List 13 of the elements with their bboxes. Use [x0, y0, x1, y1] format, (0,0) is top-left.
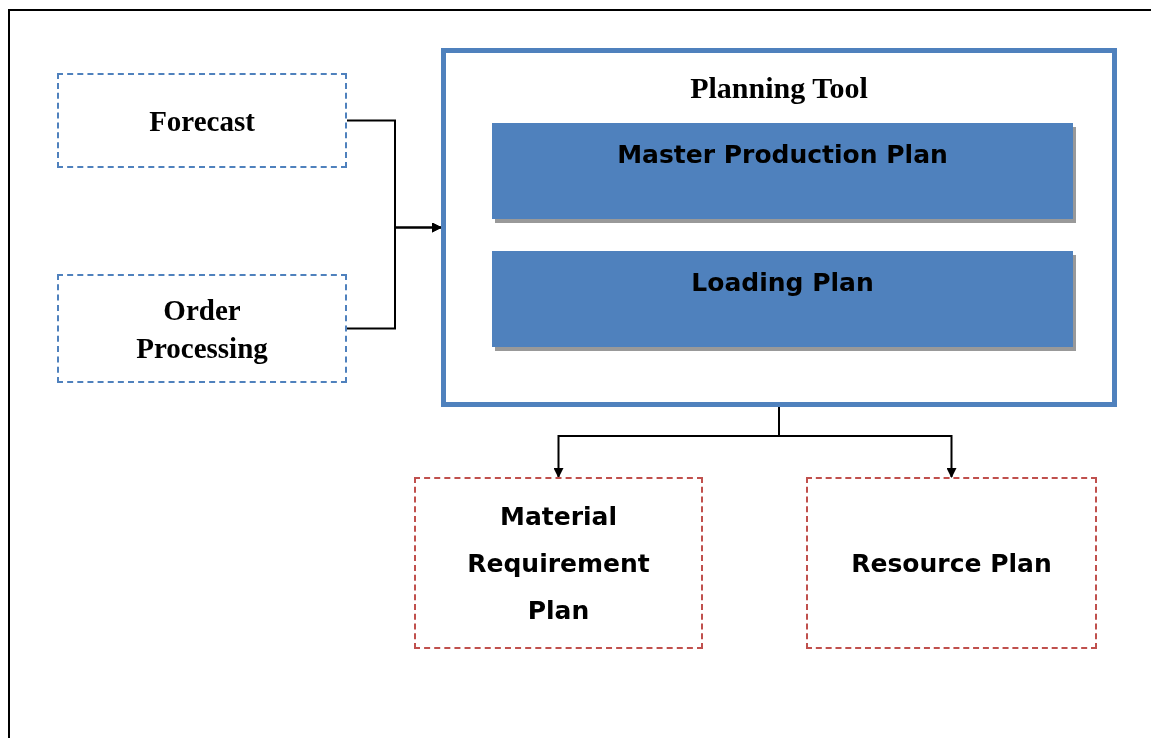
planning-tool-container: [441, 48, 1117, 407]
node-label: Material Requirement Plan: [466, 500, 651, 627]
node-label: Master Production Plan: [617, 140, 948, 169]
output-box: [414, 477, 703, 649]
connector-arrow: [346, 222, 442, 330]
node-label: Loading Plan: [691, 268, 874, 297]
input-box: [57, 73, 347, 168]
container-title: Planning Tool: [690, 71, 868, 105]
node-label: Resource Plan: [851, 547, 1052, 580]
node-label: Forecast: [149, 103, 255, 139]
node-label: Order Processing: [135, 292, 269, 366]
output-box: [806, 477, 1097, 649]
input-box: [57, 274, 347, 383]
